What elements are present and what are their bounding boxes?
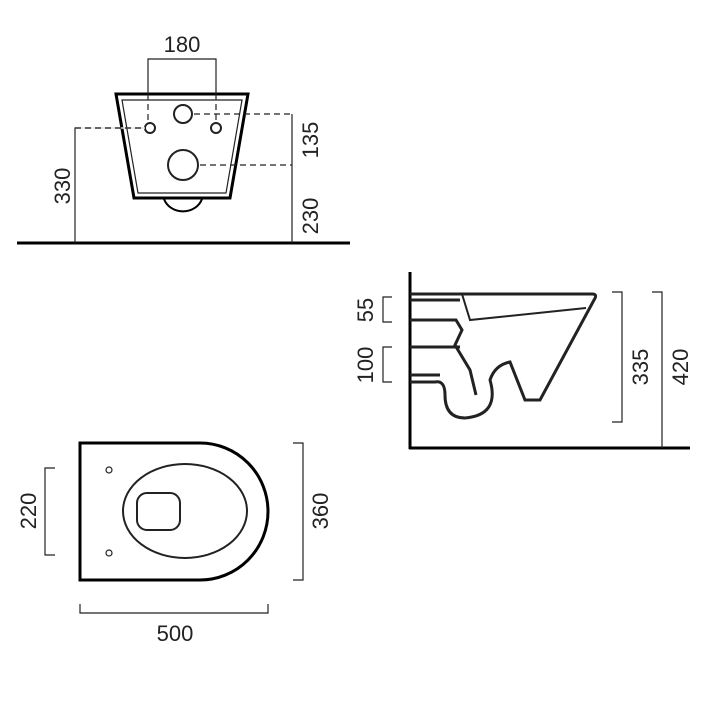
- drain-opening: [136, 492, 181, 531]
- dim-55-bracket: [382, 296, 392, 323]
- dim-330-label: 330: [50, 168, 75, 205]
- dim-100-label: 100: [353, 347, 378, 384]
- front-view: 180 330 135 230: [17, 32, 350, 245]
- dim-220-bracket: [44, 467, 55, 556]
- dim-135-lines: [194, 113, 292, 166]
- rim-line: [461, 293, 587, 322]
- bowl-bottom: [163, 198, 203, 213]
- outlet-hole: [167, 149, 199, 181]
- dim-360-label: 360: [308, 493, 333, 530]
- dim-500-label: 500: [157, 621, 194, 646]
- fixing-hole-right: [210, 122, 222, 134]
- dim-500-bracket: [79, 604, 269, 614]
- bowl-outline: [114, 92, 250, 200]
- dim-180-bracket: [147, 58, 217, 94]
- dim-100-bracket: [382, 346, 392, 383]
- dim-230-label: 230: [298, 198, 323, 235]
- inlet-hole: [173, 104, 193, 124]
- bowl-opening: [122, 463, 248, 559]
- dim-420-label: 420: [668, 349, 693, 386]
- dim-335-bracket: [612, 291, 623, 423]
- top-view: 220 360 500: [16, 441, 333, 646]
- fixing-hole-bottom: [105, 549, 113, 557]
- dim-335-label: 335: [628, 349, 653, 386]
- dim-420-bracket: [652, 291, 663, 448]
- dim-360-bracket: [293, 442, 304, 581]
- bowl-inner-outline: [121, 99, 243, 194]
- dim-55-label: 55: [353, 298, 378, 322]
- bowl-profile: [410, 292, 598, 420]
- fixing-hole-top: [105, 466, 113, 474]
- dim-180-label: 180: [164, 32, 201, 57]
- dim-135-label: 135: [298, 122, 323, 159]
- side-view: 335 420 55 100: [353, 272, 693, 450]
- dim-220-label: 220: [16, 493, 41, 530]
- bowl-top-outline: [78, 441, 270, 582]
